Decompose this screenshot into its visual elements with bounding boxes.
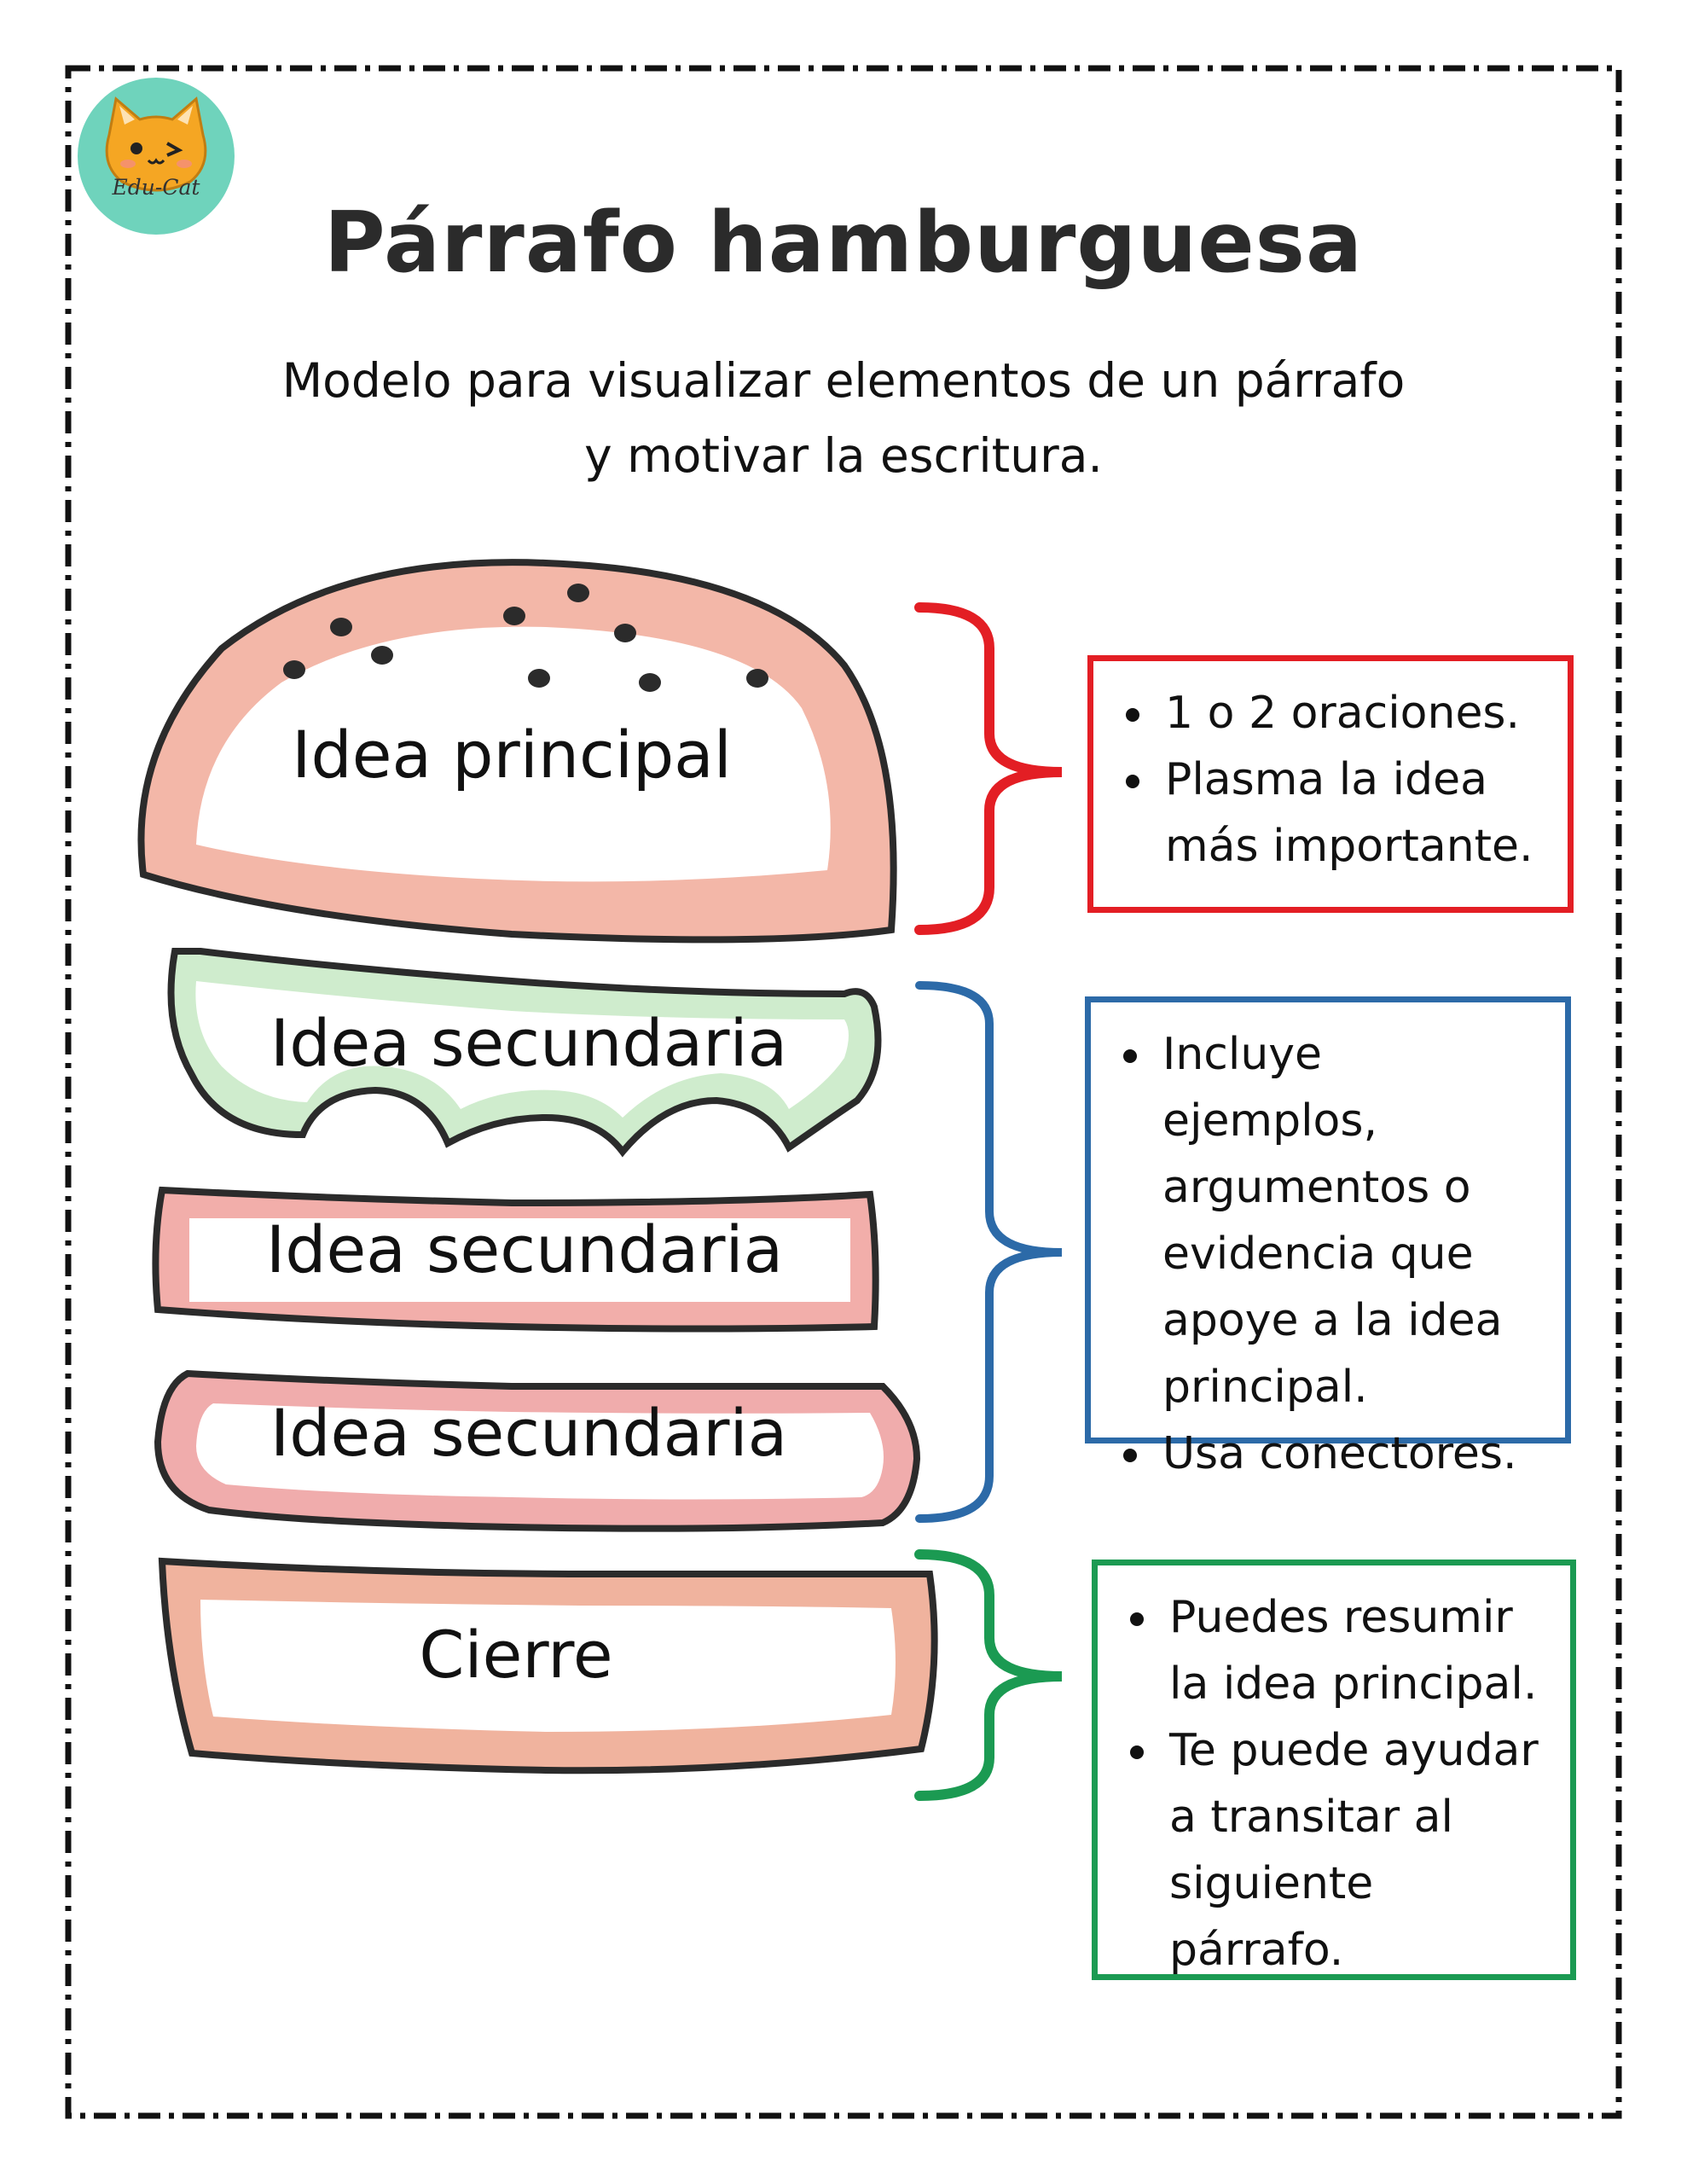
edu-cat-logo-icon	[78, 78, 235, 235]
secundaria-info-item-2: Usa conectores.	[1156, 1420, 1548, 1487]
principal-info-item-1: 1 o 2 oraciones.	[1158, 680, 1551, 746]
subtitle-line-2: y motivar la escritura.	[584, 428, 1103, 483]
cierre-info-item-1: Puedes resumir la idea principal.	[1162, 1584, 1553, 1717]
top-bun-label: Idea principal	[292, 717, 732, 793]
lettuce-label: Idea secundaria	[270, 1005, 788, 1081]
lettuce-layer	[167, 948, 882, 1158]
red-brace	[914, 602, 1063, 935]
patty-layer	[154, 1369, 921, 1532]
patty-label: Idea secundaria	[270, 1395, 788, 1471]
page-subtitle: Modelo para visualizar elementos de un p…	[213, 343, 1474, 493]
green-brace	[914, 1549, 1063, 1801]
bottom-bun	[158, 1557, 938, 1774]
principal-info-item-2: Plasma la idea más importante.	[1158, 746, 1551, 880]
subtitle-line-1: Modelo para visualizar elementos de un p…	[281, 353, 1406, 408]
cierre-info-box: Puedes resumir la idea principal. Te pue…	[1092, 1560, 1576, 1980]
page-title: Párrafo hamburguesa	[323, 195, 1364, 292]
secundaria-info-box: Incluye ejemplos, argumentos o evidencia…	[1085, 996, 1571, 1479]
tomato-layer	[152, 1186, 879, 1333]
cierre-info-item-2: Te puede ayudar a transitar al siguiente…	[1162, 1717, 1553, 1984]
bottom-bun-label: Cierre	[419, 1617, 613, 1693]
blue-brace	[915, 981, 1063, 1523]
principal-info-box: 1 o 2 oraciones. Plasma la idea más impo…	[1087, 655, 1574, 913]
top-bun	[137, 559, 897, 944]
logo-text: Edu-Cat	[112, 175, 200, 200]
tomato-label: Idea secundaria	[265, 1211, 784, 1287]
secundaria-info-item-1: Incluye ejemplos, argumentos o evidencia…	[1156, 1021, 1548, 1420]
